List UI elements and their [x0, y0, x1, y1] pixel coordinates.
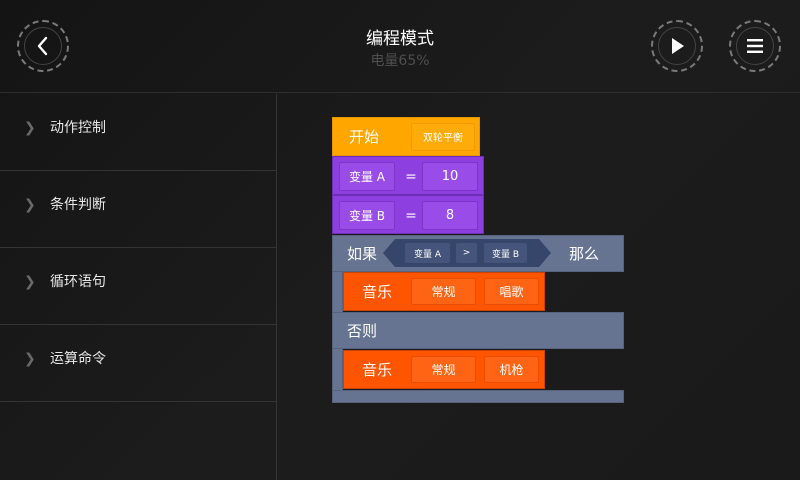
music-block-then[interactable]: 音乐 常规 唱歌: [343, 272, 545, 311]
back-button[interactable]: [17, 20, 69, 72]
sidebar-item-loop[interactable]: ❯ 循环语句: [0, 248, 276, 325]
chevron-right-icon: ❯: [24, 120, 36, 136]
music-style-selector[interactable]: 常规: [411, 356, 476, 383]
variable-block-b[interactable]: 变量 B = 8: [332, 195, 484, 234]
sidebar-item-label: 动作控制: [50, 120, 106, 136]
top-bar: 编程模式 电量65%: [0, 0, 800, 93]
if-block-footer: [332, 390, 624, 403]
music-block-else[interactable]: 音乐 常规 机枪: [343, 350, 545, 389]
sidebar-item-condition[interactable]: ❯ 条件判断: [0, 171, 276, 248]
else-header: 否则: [332, 312, 624, 349]
music-track-selector[interactable]: 唱歌: [484, 278, 539, 305]
sidebar-item-operation[interactable]: ❯ 运算命令: [0, 325, 276, 402]
variable-value-input[interactable]: 10: [422, 162, 478, 191]
condition-right-operand[interactable]: 变量 B: [484, 243, 527, 263]
sidebar-item-label: 条件判断: [50, 197, 106, 213]
menu-icon: [747, 39, 763, 53]
variable-value-input[interactable]: 8: [422, 201, 478, 230]
chevron-right-icon: ❯: [24, 197, 36, 213]
music-style-selector[interactable]: 常规: [411, 278, 476, 305]
assign-operator: =: [405, 207, 417, 224]
if-header: 如果 变量 A > 变量 B 那么: [332, 235, 624, 272]
variable-block-a[interactable]: 变量 A = 10: [332, 156, 484, 195]
condition-slot[interactable]: 变量 A > 变量 B: [383, 239, 551, 267]
play-button[interactable]: [651, 20, 703, 72]
if-keyword: 如果: [347, 245, 378, 263]
sidebar-item-label: 循环语句: [50, 274, 106, 290]
condition-operator[interactable]: >: [456, 243, 477, 263]
condition-left-operand[interactable]: 变量 A: [405, 243, 450, 263]
if-else-block[interactable]: 如果 变量 A > 变量 B 那么 音乐 常规 唱歌 否则 音乐 常规 机枪: [332, 235, 624, 403]
music-keyword: 音乐: [362, 283, 393, 301]
block-category-sidebar: ❯ 动作控制 ❯ 条件判断 ❯ 循环语句 ❯ 运算命令: [0, 94, 277, 480]
else-keyword: 否则: [347, 322, 378, 340]
program-canvas[interactable]: 开始 双轮平衡 变量 A = 10 变量 B = 8 如果 变量 A > 变量 …: [278, 94, 800, 480]
variable-name-selector[interactable]: 变量 A: [339, 162, 395, 191]
title-area: 编程模式 电量65%: [300, 28, 500, 71]
assign-operator: =: [405, 168, 417, 185]
page-title: 编程模式: [366, 29, 434, 49]
music-track-selector[interactable]: 机枪: [484, 356, 539, 383]
start-mode-selector[interactable]: 双轮平衡: [411, 122, 475, 151]
menu-button[interactable]: [729, 20, 781, 72]
chevron-right-icon: ❯: [24, 274, 36, 290]
start-keyword: 开始: [349, 128, 380, 146]
sidebar-item-label: 运算命令: [50, 351, 106, 367]
battery-status: 电量65%: [370, 53, 430, 69]
then-keyword: 那么: [569, 245, 600, 263]
chevron-left-icon: [37, 36, 48, 56]
start-block[interactable]: 开始 双轮平衡: [332, 117, 480, 156]
music-keyword: 音乐: [362, 361, 393, 379]
chevron-right-icon: ❯: [24, 351, 36, 367]
play-icon: [672, 38, 684, 54]
variable-name-selector[interactable]: 变量 B: [339, 201, 395, 230]
sidebar-item-motion-control[interactable]: ❯ 动作控制: [0, 94, 276, 171]
